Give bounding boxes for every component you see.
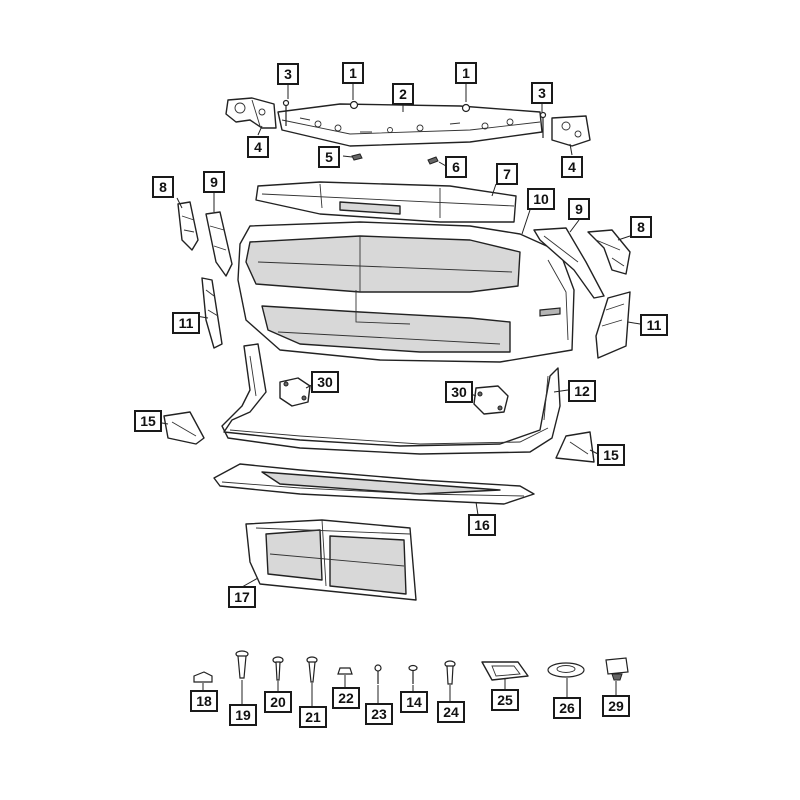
callout-30-left[interactable]: 30 xyxy=(311,371,339,393)
part-8-side-bracket-right xyxy=(587,229,631,275)
callout-3-left[interactable]: 3 xyxy=(277,63,299,85)
callout-19[interactable]: 19 xyxy=(229,704,257,726)
part-8-side-bracket-left xyxy=(177,201,199,251)
callout-16[interactable]: 16 xyxy=(468,514,496,536)
part-15-deflector-right xyxy=(555,431,595,463)
callout-6[interactable]: 6 xyxy=(445,156,467,178)
part-16-splitter xyxy=(213,463,535,505)
callout-21[interactable]: 21 xyxy=(299,706,327,728)
leader-lines xyxy=(155,83,641,707)
part-7-energy-absorber xyxy=(255,181,517,223)
callout-15-left[interactable]: 15 xyxy=(134,410,162,432)
part-30-seal-left xyxy=(279,377,311,407)
callout-1-right[interactable]: 1 xyxy=(455,62,477,84)
callout-1-left[interactable]: 1 xyxy=(342,62,364,84)
part-14-screw xyxy=(408,664,418,684)
callout-9-left[interactable]: 9 xyxy=(203,171,225,193)
part-19-push-pin xyxy=(235,650,249,679)
callout-12[interactable]: 12 xyxy=(568,380,596,402)
callout-24[interactable]: 24 xyxy=(437,701,465,723)
callout-11-right[interactable]: 11 xyxy=(640,314,668,336)
callout-15-right[interactable]: 15 xyxy=(597,444,625,466)
part-6-clip xyxy=(427,156,439,165)
part-12-lower-panel xyxy=(221,343,561,455)
part-29-retainer xyxy=(605,657,629,681)
callout-29[interactable]: 29 xyxy=(602,695,630,717)
part-26-washer xyxy=(547,662,585,678)
callout-5[interactable]: 5 xyxy=(318,146,340,168)
callout-22[interactable]: 22 xyxy=(332,687,360,709)
part-15-deflector-left xyxy=(163,411,205,445)
part-4-bracket-right xyxy=(551,115,591,147)
callout-10[interactable]: 10 xyxy=(527,188,555,210)
callout-11-left[interactable]: 11 xyxy=(172,312,200,334)
part-5-clip xyxy=(351,153,363,161)
part-1-nut-right xyxy=(461,103,471,113)
callout-30-right[interactable]: 30 xyxy=(445,381,473,403)
callout-7[interactable]: 7 xyxy=(496,163,518,185)
callout-23[interactable]: 23 xyxy=(365,703,393,725)
callout-14[interactable]: 14 xyxy=(400,691,428,713)
part-18-clip xyxy=(193,671,213,683)
part-21-push-pin xyxy=(306,656,318,683)
part-9-bracket-left xyxy=(205,211,233,277)
callout-20[interactable]: 20 xyxy=(264,691,292,713)
part-23-screw xyxy=(374,664,382,684)
callout-17[interactable]: 17 xyxy=(228,586,256,608)
part-3-bolt-right xyxy=(539,111,547,138)
part-22-nut xyxy=(337,667,353,675)
part-20-screw xyxy=(272,656,284,681)
callout-8-left[interactable]: 8 xyxy=(152,176,174,198)
part-2-reinforcement-beam xyxy=(277,103,543,147)
part-9-bracket-right xyxy=(533,227,605,299)
callout-8-right[interactable]: 8 xyxy=(630,216,652,238)
part-1-nut-left xyxy=(349,100,359,110)
callout-2[interactable]: 2 xyxy=(392,83,414,105)
part-25-grommet xyxy=(481,661,529,681)
part-11-side-marker-left xyxy=(201,277,223,349)
part-3-bolt-left xyxy=(282,99,290,126)
part-17-support-frame xyxy=(245,519,417,601)
callout-26[interactable]: 26 xyxy=(553,697,581,719)
part-4-bracket-left xyxy=(225,97,277,129)
callout-18[interactable]: 18 xyxy=(190,690,218,712)
callout-4-right[interactable]: 4 xyxy=(561,156,583,178)
callout-25[interactable]: 25 xyxy=(491,689,519,711)
part-24-push-pin xyxy=(444,660,456,685)
callout-4-left[interactable]: 4 xyxy=(247,136,269,158)
part-11-side-marker-right xyxy=(595,291,631,359)
part-30-seal-right xyxy=(473,385,509,415)
callout-9-right[interactable]: 9 xyxy=(568,198,590,220)
part-10-bumper-fascia xyxy=(237,221,575,363)
callout-3-right[interactable]: 3 xyxy=(531,82,553,104)
